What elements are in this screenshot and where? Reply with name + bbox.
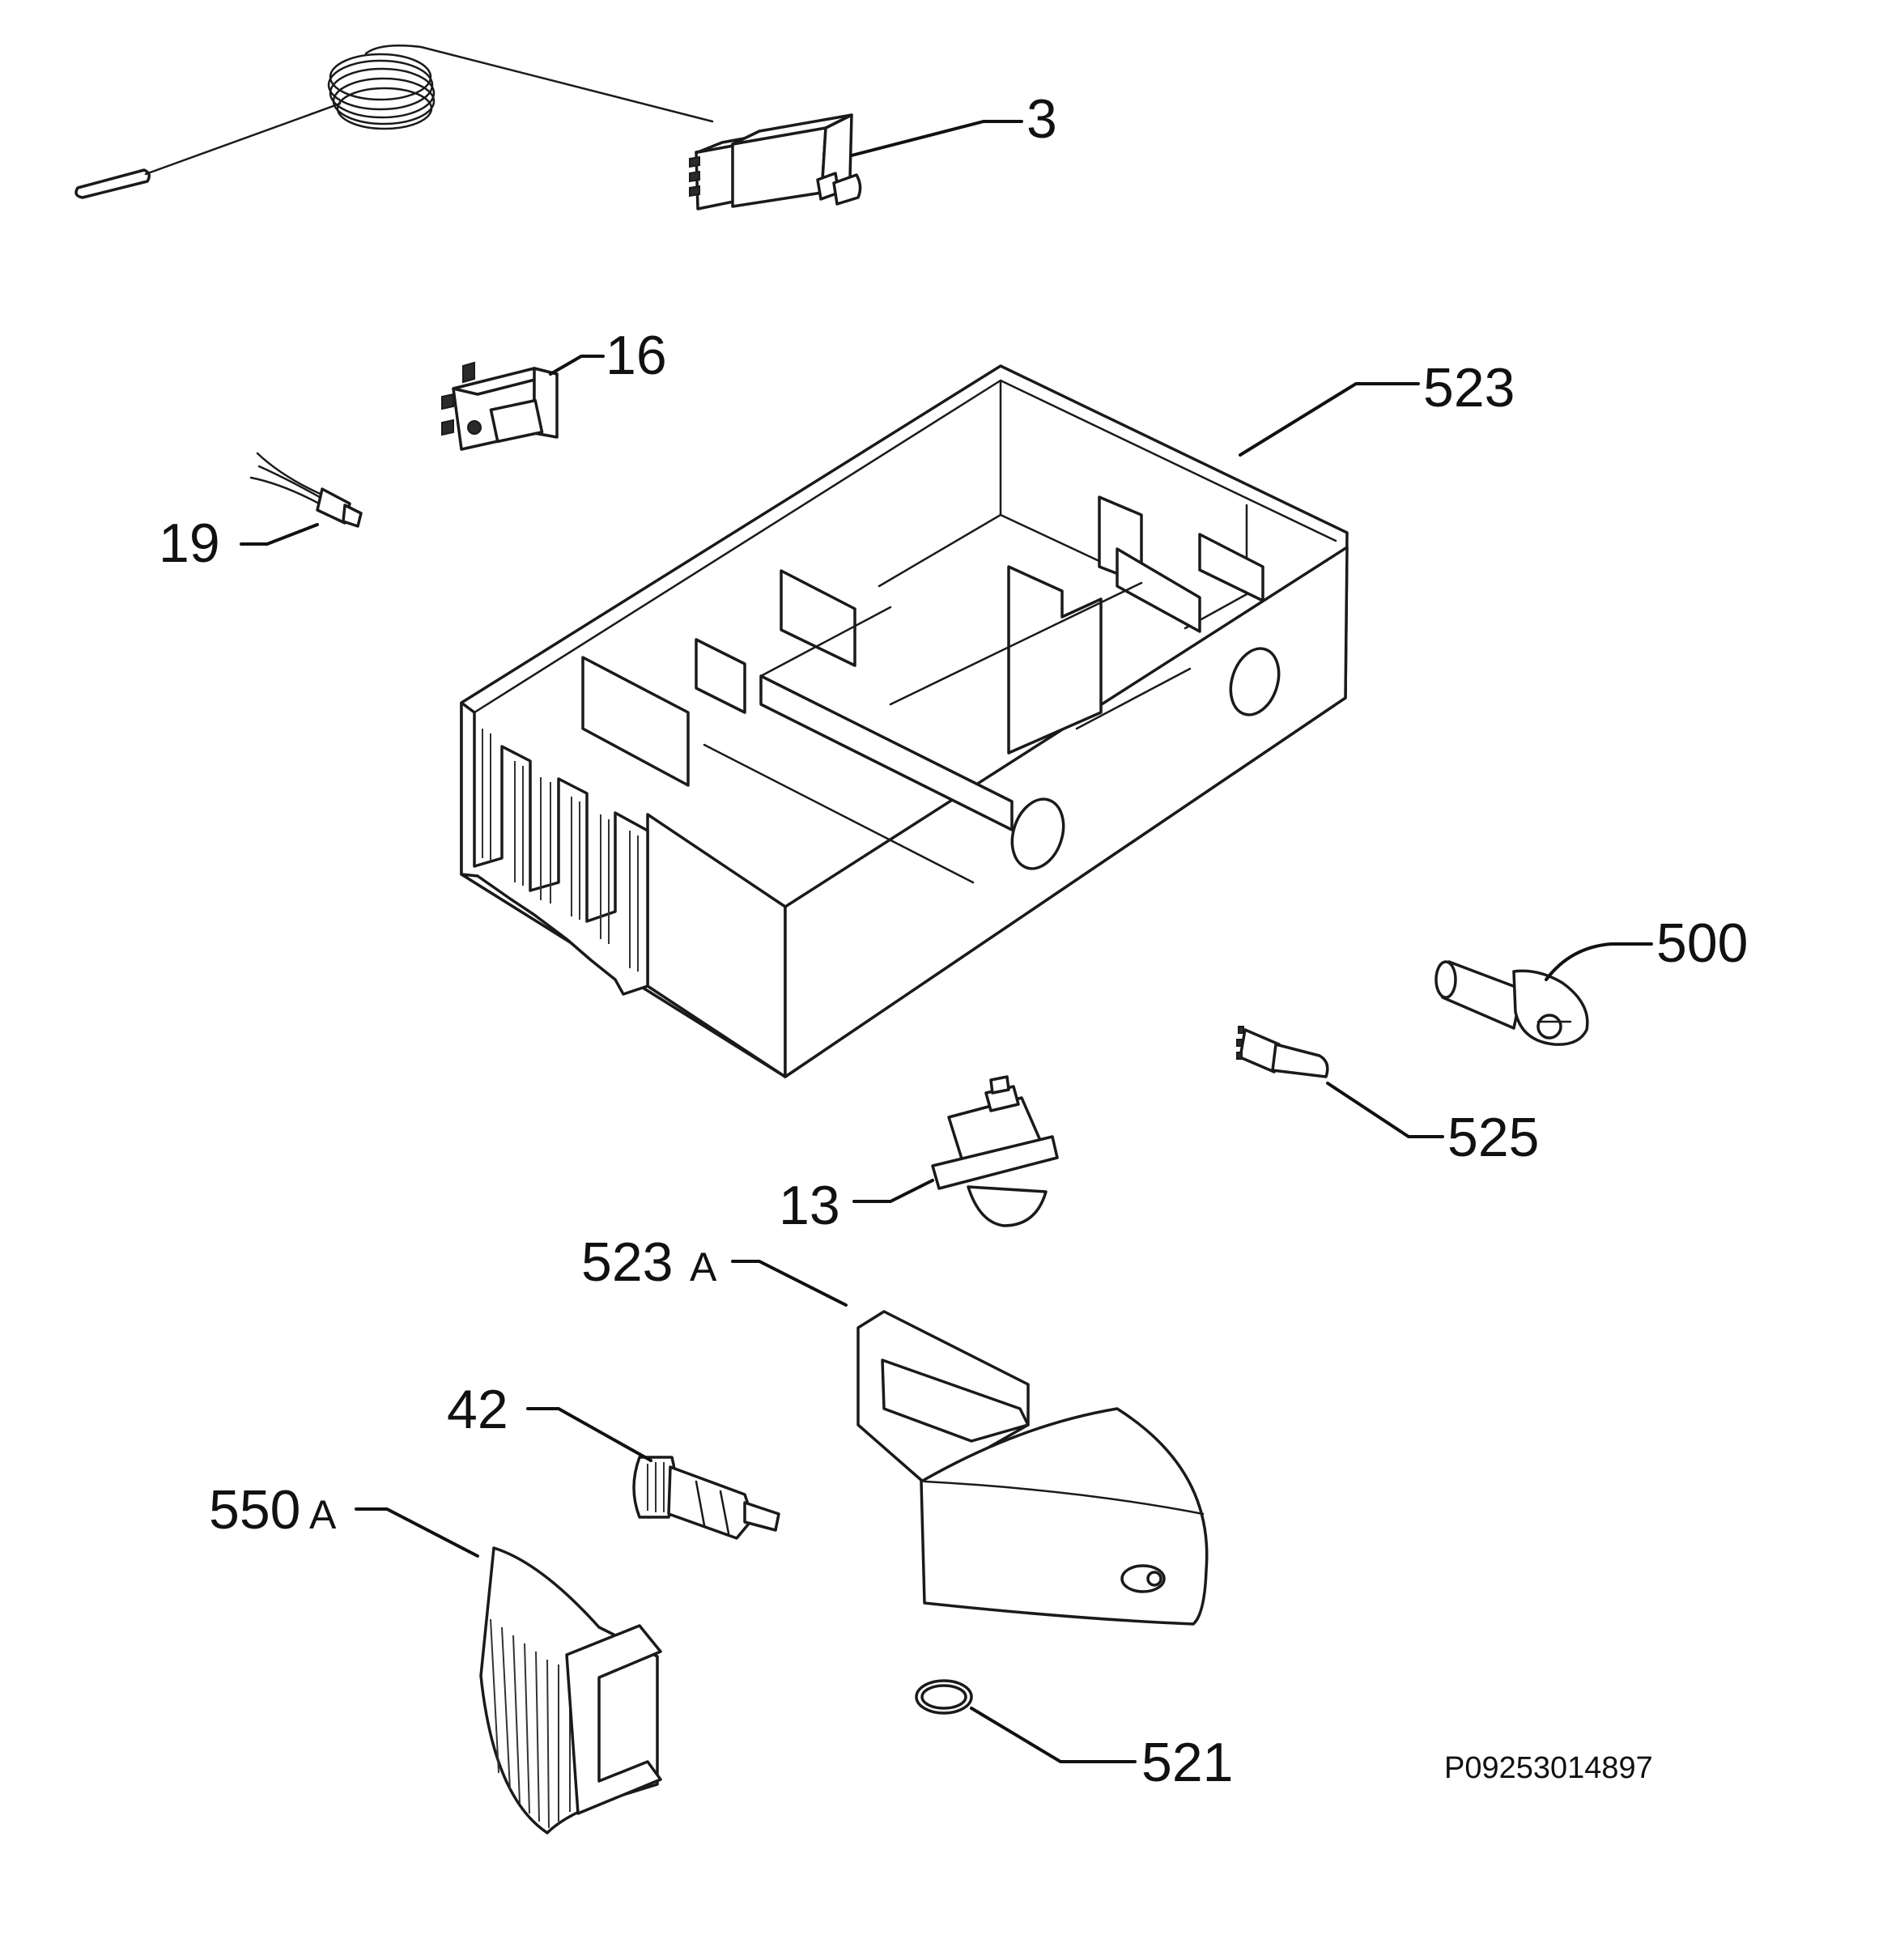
document-code: P09253014897 [1444,1751,1653,1785]
callout-label-19: 19 [159,512,220,574]
leader-door-switch [852,1179,934,1203]
o-ring-part [915,1679,973,1715]
callout-label-523A-suffix: A [690,1244,717,1290]
leader-knob [1545,942,1653,981]
callout-label-550A-number: 550 [209,1479,300,1541]
door-switch-part [931,1075,1059,1227]
control-panel-cover-part [856,1310,1209,1626]
lamp-holder-part [632,1456,780,1540]
temperature-sensor-part [249,452,363,528]
leader-switch [549,355,605,376]
leader-lamp-cover [355,1507,479,1558]
control-box-part [460,364,1349,1078]
callout-label-16: 16 [606,325,667,386]
callout-label-500: 500 [1656,912,1748,974]
callout-label-42: 42 [447,1379,508,1440]
leader-sensor [240,523,319,546]
leader-thermostat [850,120,1023,157]
callout-label-3: 3 [1026,88,1057,150]
leader-o-ring [970,1707,1137,1763]
thermostat-part [74,44,862,210]
callout-label-523A-number: 523 [581,1231,673,1293]
lamp-cover-part [479,1546,662,1835]
leader-control-box [1239,382,1420,457]
leader-lamp-holder [526,1407,652,1462]
callout-label-13: 13 [779,1175,840,1236]
callout-label-523: 523 [1423,357,1515,419]
control-knob-part [1434,960,1589,1046]
lamp-bulb-part [1236,1026,1329,1078]
callout-label-521: 521 [1141,1732,1233,1793]
callout-label-525: 525 [1447,1107,1539,1168]
leader-lamp [1326,1082,1444,1138]
rocker-switch-part [441,361,559,451]
leader-cover [731,1260,848,1307]
callout-label-550A-suffix: A [309,1492,337,1537]
callout-label-523A: 523 A [581,1231,717,1293]
